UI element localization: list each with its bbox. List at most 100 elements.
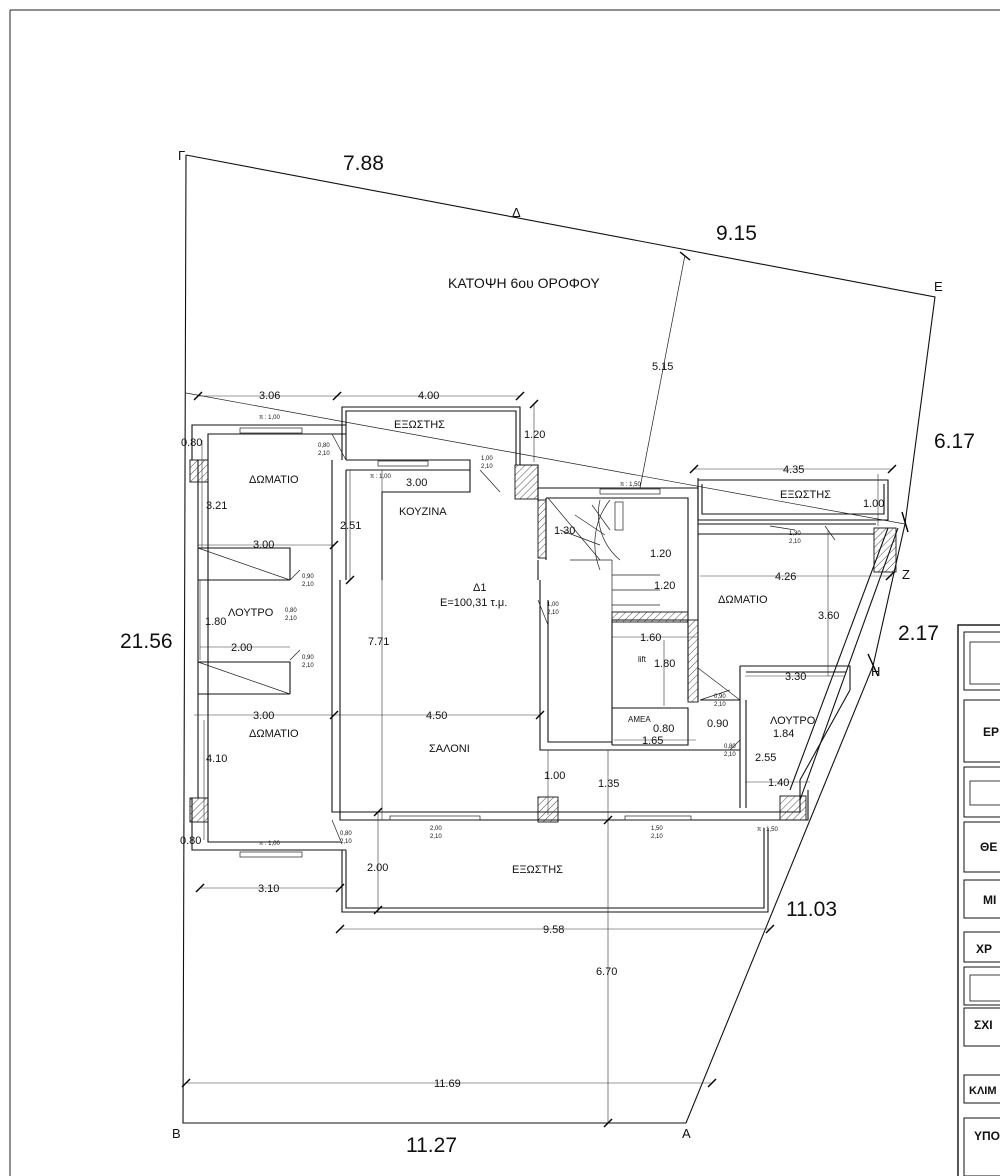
room-bedroom-bottom-left: ΔΩΜΑΤΙΟ: [249, 728, 299, 740]
opening-labels: π : 1,00 π : 1,00 π : 1,50 π : 1,00 π : …: [259, 415, 801, 847]
dim-0-80-bottom: 0.80: [180, 835, 201, 847]
door-corridor-w: 1,00: [547, 602, 559, 608]
dim-1-20-b: 1.20: [654, 580, 675, 592]
dimension-texts: 3.06 4.00 1.20 4.35 1.00 0.80 3.21 3.00 …: [180, 390, 884, 1090]
dim-2-00: 2.00: [231, 642, 252, 654]
door-top-left-h: 2,10: [318, 451, 330, 457]
dim-3-21: 3.21: [206, 500, 227, 512]
window-pi-top-left: π : 1,00: [259, 415, 280, 421]
corner-beta: Β: [172, 1126, 181, 1141]
corner-eta: Η: [871, 664, 880, 679]
title-block-er: ΕΡ: [983, 725, 999, 739]
dim-2-00-b: 2.00: [367, 862, 388, 874]
side-epsilon-zeta: 6.17: [934, 430, 975, 453]
dim-6-70: 6.70: [596, 966, 617, 978]
door-living-h: 2,10: [430, 834, 442, 840]
building-line: [185, 392, 906, 525]
dim-3-60: 3.60: [818, 610, 839, 622]
door-right-bath2-h: 2,10: [724, 752, 736, 758]
corner-alpha: Α: [682, 1126, 691, 1141]
door-bath-h: 2,10: [285, 616, 297, 622]
dim-1-20-top: 1.20: [524, 429, 545, 441]
door-kitchen-w: 1,00: [481, 456, 493, 462]
plot-boundary: [182, 154, 936, 1124]
plan-title: ΚΑΤΟΨΗ 6ου ΟΡΟΦΟΥ: [448, 275, 600, 291]
door-bath-top-h: 2,10: [302, 582, 314, 588]
door-right-bath2-w: 0,80: [724, 744, 736, 750]
door-bath-bottom-w: 0,90: [302, 655, 314, 661]
dim-0-90: 0.90: [707, 718, 728, 730]
door-corridor-h: 2,10: [547, 610, 559, 616]
dim-1-00-right: 1.00: [863, 498, 884, 510]
side-delta-epsilon: 9.15: [716, 222, 757, 245]
dim-4-10: 4.10: [206, 753, 227, 765]
title-block-chr: ΧΡ: [976, 942, 992, 956]
dim-1-35: 1.35: [598, 778, 619, 790]
door-bottom-left-h: 2,10: [340, 839, 352, 845]
title-block-the: ΘΕ: [980, 840, 997, 854]
title-block-schi: ΣΧΙ: [974, 1018, 993, 1032]
area-value: Ε=100,31 τ.μ.: [440, 597, 507, 609]
building-walls: [191, 406, 899, 913]
side-zeta-eta: 2.17: [898, 622, 939, 645]
room-labels: ΕΞΩΣΤΗΣ ΕΞΩΣΤΗΣ ΕΞΩΣΤΗΣ ΔΩΜΑΤΙΟ ΔΩΜΑΤΙΟ …: [228, 419, 831, 876]
dim-0-80-top: 0.80: [181, 437, 202, 449]
side-beta-gamma: 21.56: [120, 630, 173, 653]
dim-2-55: 2.55: [755, 752, 776, 764]
dim-1-80: 1.80: [205, 616, 226, 628]
door-kitchen-h: 2,10: [481, 464, 493, 470]
room-balcony-top: ΕΞΩΣΤΗΣ: [394, 419, 445, 431]
plot-side-lengths: 7.88 9.15 6.17 2.17 11.03 11.27 21.56: [120, 152, 975, 1157]
dim-1-00-b: 1.00: [544, 770, 565, 782]
room-accessible-wc: ΑΜΕΑ: [628, 715, 651, 724]
door-bath-top-w: 0,90: [302, 574, 314, 580]
area-name: Δ1: [473, 582, 486, 594]
corner-zeta: Ζ: [902, 567, 910, 582]
title-block-ypo: ΥΠΟ: [974, 1129, 1000, 1143]
corner-labels: Γ Δ Ε Ζ Η Α Β: [172, 148, 943, 1141]
room-lift: lift: [638, 655, 647, 664]
staircase: [559, 499, 660, 612]
dim-4-50: 4.50: [426, 710, 447, 722]
door-right-bath-h: 2,10: [714, 702, 726, 708]
room-living: ΣΑΛΟΝΙ: [429, 743, 470, 755]
columns: [189, 459, 897, 823]
dim-1-40: 1.40: [768, 777, 789, 789]
corner-epsilon: Ε: [934, 279, 943, 294]
dim-9-58: 9.58: [543, 924, 564, 936]
dim-4-26: 4.26: [775, 571, 796, 583]
window-pi-bottom-right: π : 1,50: [757, 827, 778, 833]
door-right-balcony-h: 2,10: [789, 539, 801, 545]
door-top-left-w: 0,80: [318, 443, 330, 449]
dim-5-15: 5.15: [652, 361, 673, 373]
dim-1-84: 1.84: [773, 728, 794, 740]
title-block: ΕΡ ΘΕ ΜΙ ΧΡ ΣΧΙ ΚΛΙΜ ΥΠΟ: [957, 624, 1000, 1176]
room-balcony-right: ΕΞΩΣΤΗΣ: [780, 489, 831, 501]
dim-1-65: 1.65: [642, 735, 663, 747]
door-bath-w: 0,80: [285, 608, 297, 614]
dim-3-00-a: 3.00: [253, 539, 274, 551]
window-pi-kitchen: π : 1,00: [370, 474, 391, 480]
dim-3-00-b: 3.00: [253, 710, 274, 722]
setback-line: 5.15: [639, 254, 686, 489]
dimension-lines: [181, 391, 897, 1128]
corner-delta: Δ: [512, 205, 521, 220]
dim-3-06: 3.06: [259, 390, 280, 402]
room-bath-left: ΛΟΥΤΡΟ: [228, 607, 274, 619]
dim-2-51: 2.51: [340, 520, 361, 532]
door-living-w: 2,00: [430, 826, 442, 832]
door-living2-h: 2,10: [651, 834, 663, 840]
side-alpha-beta: 11.27: [406, 1134, 457, 1157]
windows: [239, 427, 692, 858]
dim-3-30: 3.30: [785, 671, 806, 683]
sheet-frame: [9, 9, 1000, 1176]
dim-4-35: 4.35: [783, 464, 804, 476]
side-eta-alpha: 11.03: [786, 898, 837, 921]
door-living2-w: 1,50: [651, 826, 663, 832]
room-balcony-bottom: ΕΞΩΣΤΗΣ: [512, 864, 563, 876]
dim-0-80-wc: 0.80: [653, 723, 674, 735]
door-swings: [289, 433, 836, 845]
title-block-klim: ΚΛΙΜ: [969, 1085, 997, 1097]
dim-7-71: 7.71: [368, 636, 389, 648]
